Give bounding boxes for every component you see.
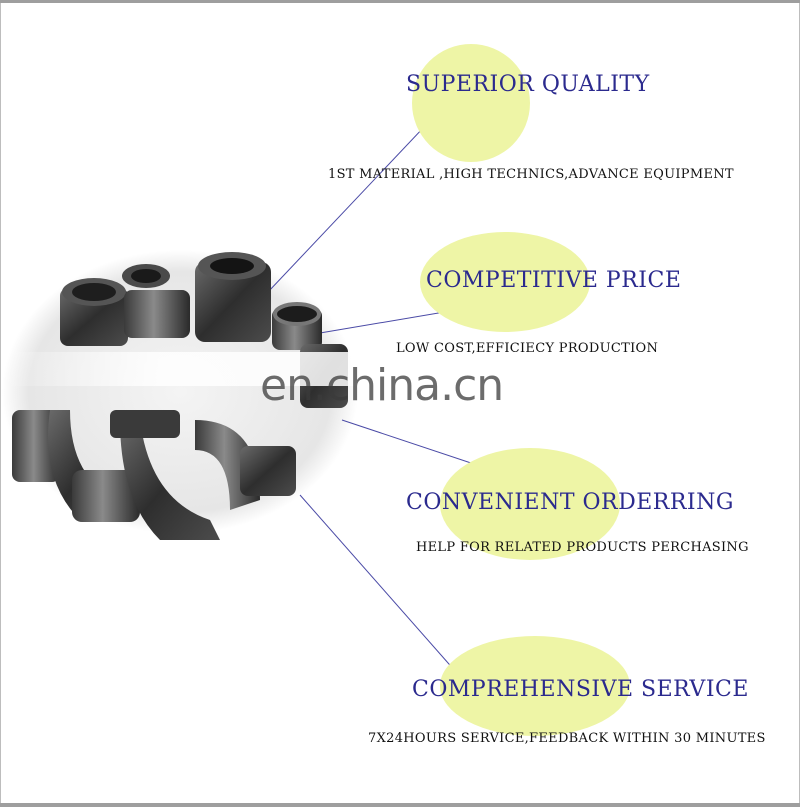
top-border xyxy=(0,0,800,3)
feature-ellipse-2 xyxy=(420,232,590,332)
fittings-group xyxy=(12,252,348,540)
bottom-border xyxy=(0,803,800,807)
feature-ellipse-1 xyxy=(412,44,530,162)
feature-subtitle-1: 1ST MATERIAL ,HIGH TECHNICS,ADVANCE EQUI… xyxy=(328,167,734,182)
watermark-strip xyxy=(0,352,800,386)
feature-subtitle-2: LOW COST,EFFICIECY PRODUCTION xyxy=(396,341,659,356)
feature-title-4: COMPREHENSIVE SERVICE xyxy=(412,677,749,702)
feature-title-3: CONVENIENT ORDERRING xyxy=(406,490,734,515)
feature-title-2: COMPETITIVE PRICE xyxy=(426,268,682,293)
feature-subtitle-4: 7X24HOURS SERVICE,FEEDBACK WITHIN 30 MIN… xyxy=(368,731,766,746)
feature-ellipse-4 xyxy=(440,636,630,736)
feature-ellipse-3 xyxy=(440,448,620,560)
feature-subtitle-3: HELP FOR RELATED PRODUCTS PERCHASING xyxy=(416,540,749,555)
watermark-text: en.china.cn xyxy=(260,360,504,411)
feature-title-1: SUPERIOR QUALITY xyxy=(406,72,650,97)
